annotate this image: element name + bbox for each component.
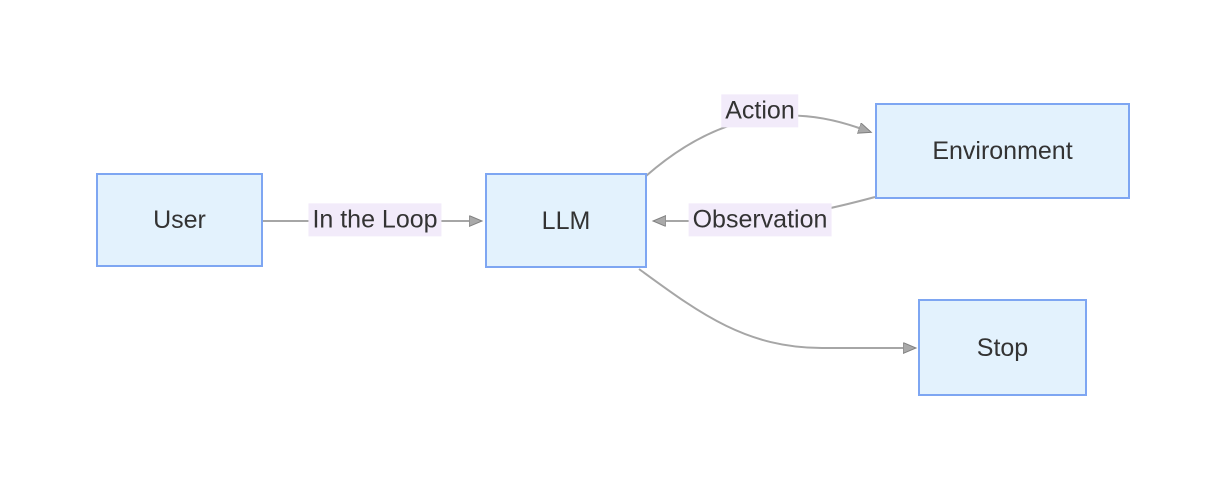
node-environment-label: Environment	[932, 137, 1073, 165]
node-stop: Stop	[918, 299, 1087, 396]
edge-llm-to-stop	[638, 268, 903, 348]
node-user: User	[96, 173, 263, 267]
node-llm-label: LLM	[541, 206, 591, 235]
node-llm: LLM	[485, 173, 647, 268]
node-environment: Environment	[875, 103, 1130, 199]
edge-label-observation: Observation	[688, 203, 832, 237]
node-stop-label: Stop	[976, 333, 1029, 362]
node-user-label: User	[153, 206, 206, 234]
edge-label-in-the-loop: In the Loop	[308, 203, 442, 237]
edge-label-action: Action	[721, 94, 799, 128]
